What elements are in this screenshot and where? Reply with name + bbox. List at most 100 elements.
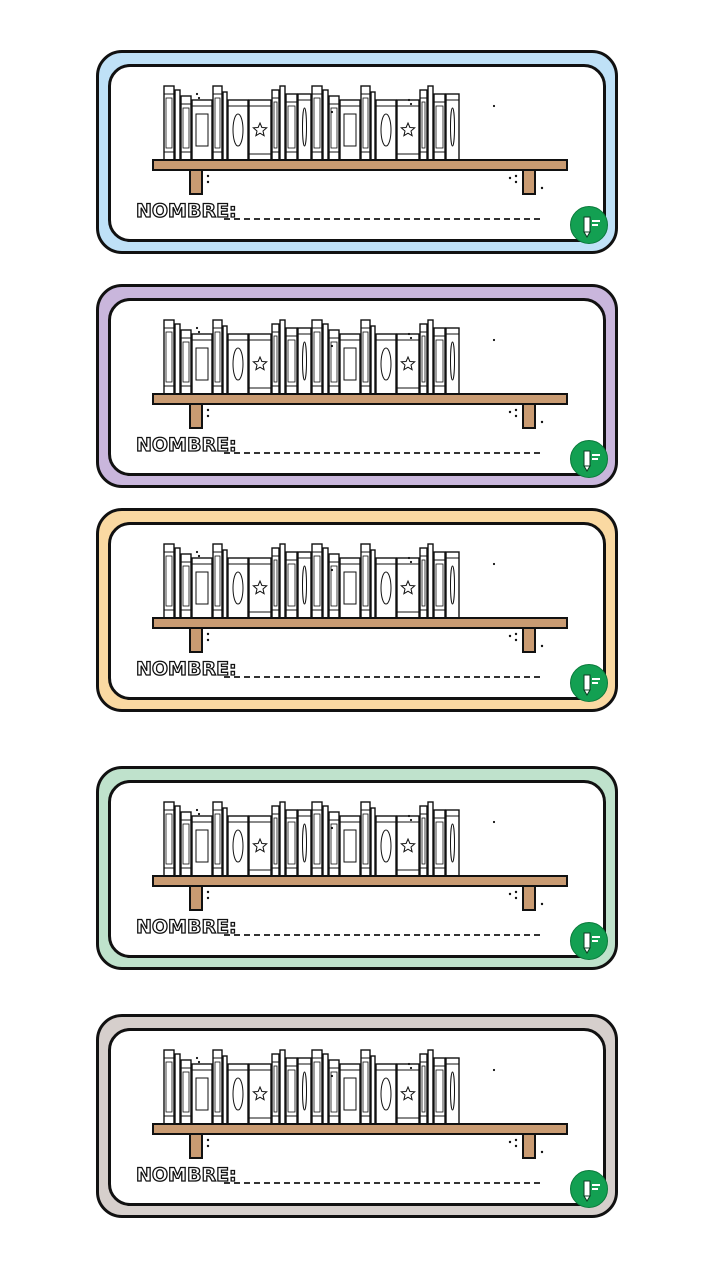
shelf-bracket: [189, 403, 203, 429]
book: [285, 1057, 298, 1125]
book: [174, 323, 181, 395]
shelf-bracket: [522, 885, 536, 911]
book: [271, 89, 280, 161]
book: [297, 1057, 312, 1125]
shelf-bracket: [522, 627, 536, 653]
book: [285, 809, 298, 877]
book: [297, 809, 312, 877]
name-label-text: NOMBRE:: [135, 657, 237, 680]
book: [396, 333, 420, 395]
shelf-bracket: [189, 169, 203, 195]
book: [427, 85, 434, 161]
book: [222, 549, 228, 619]
book: [174, 89, 181, 161]
book: [227, 1063, 249, 1125]
book: [339, 557, 361, 619]
book: [322, 1053, 329, 1125]
book: [227, 557, 249, 619]
book: [427, 319, 434, 395]
pencil-icon: [583, 674, 600, 696]
book: [279, 85, 286, 161]
book: [370, 549, 376, 619]
name-label-card-4: NOMBRE:: [96, 766, 618, 970]
book: [191, 1063, 213, 1125]
pencil-badge-icon: [570, 1170, 608, 1208]
book: [375, 333, 397, 395]
book: [180, 553, 192, 619]
book: [322, 805, 329, 877]
book: [248, 333, 272, 395]
book: [174, 805, 181, 877]
book: [311, 801, 323, 877]
book: [360, 801, 371, 877]
book: [248, 815, 272, 877]
book: [212, 319, 223, 395]
book: [163, 1049, 175, 1125]
pencil-badge-icon: [570, 664, 608, 702]
book: [174, 547, 181, 619]
name-label-text: NOMBRE:: [135, 915, 237, 938]
book: [433, 1057, 446, 1125]
book: [427, 543, 434, 619]
book: [328, 811, 340, 877]
book: [433, 809, 446, 877]
book: [445, 809, 460, 877]
name-write-line: [224, 676, 540, 678]
book: [375, 815, 397, 877]
book: [433, 551, 446, 619]
book: [222, 91, 228, 161]
name-write-line: [224, 934, 540, 936]
book: [279, 801, 286, 877]
book: [191, 333, 213, 395]
shelf-plank: [152, 1123, 568, 1135]
book: [328, 1059, 340, 1125]
book: [360, 1049, 371, 1125]
book: [271, 1053, 280, 1125]
book: [433, 93, 446, 161]
book: [163, 319, 175, 395]
book: [222, 807, 228, 877]
shelf-plank: [152, 875, 568, 887]
book: [322, 89, 329, 161]
book: [311, 85, 323, 161]
book: [311, 543, 323, 619]
pencil-icon: [583, 450, 600, 472]
book: [248, 99, 272, 161]
shelf-plank: [152, 159, 568, 171]
book: [227, 815, 249, 877]
book: [339, 99, 361, 161]
book: [285, 551, 298, 619]
pencil-icon: [583, 216, 600, 238]
shelf-bracket: [189, 1133, 203, 1159]
shelf-bracket: [522, 169, 536, 195]
book: [370, 1055, 376, 1125]
book: [212, 85, 223, 161]
book: [375, 99, 397, 161]
book: [322, 547, 329, 619]
book: [396, 815, 420, 877]
shelf-bracket: [522, 1133, 536, 1159]
book: [222, 1055, 228, 1125]
book: [419, 547, 428, 619]
book: [248, 1063, 272, 1125]
name-write-line: [224, 1182, 540, 1184]
book: [396, 1063, 420, 1125]
pencil-badge-icon: [570, 206, 608, 244]
book: [427, 1049, 434, 1125]
bookshelf-icon: [152, 1049, 568, 1159]
shelf-plank: [152, 393, 568, 405]
book: [311, 319, 323, 395]
book: [191, 99, 213, 161]
book: [297, 93, 312, 161]
book: [271, 547, 280, 619]
book: [375, 1063, 397, 1125]
bookshelf-icon: [152, 319, 568, 429]
shelf-bracket: [522, 403, 536, 429]
book: [191, 815, 213, 877]
book: [212, 1049, 223, 1125]
book: [248, 557, 272, 619]
book: [419, 1053, 428, 1125]
book: [227, 99, 249, 161]
book: [370, 91, 376, 161]
